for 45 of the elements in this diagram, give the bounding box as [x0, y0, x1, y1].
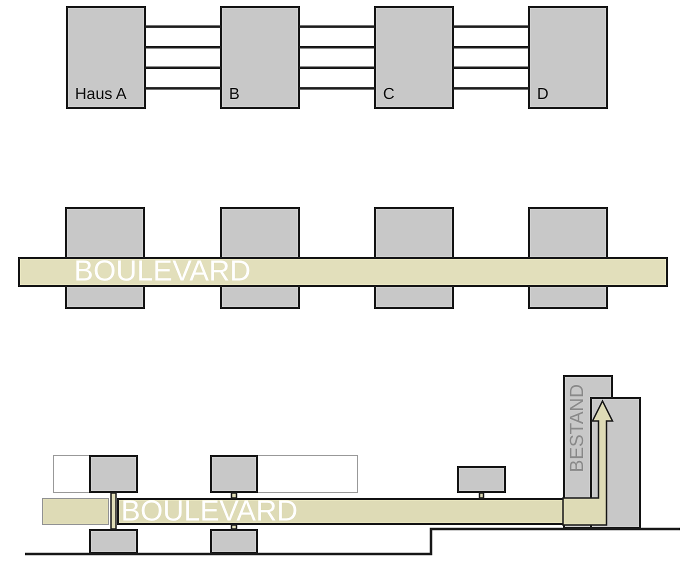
building-block — [210, 529, 258, 554]
connector-line — [454, 25, 528, 28]
building-block — [89, 529, 138, 554]
building-block — [220, 207, 300, 257]
building-block — [66, 6, 146, 109]
building-block — [220, 287, 300, 309]
boulevard-segment — [42, 498, 109, 525]
connector-line — [300, 66, 374, 70]
building-label: Haus A — [75, 87, 127, 103]
building-block — [210, 455, 258, 493]
building-label: D — [537, 87, 549, 103]
street-name-label: BOULEVARD — [121, 497, 298, 526]
connector-line — [300, 25, 374, 28]
connector-stem — [478, 492, 484, 499]
connector-line — [300, 87, 374, 90]
connector-line — [300, 46, 374, 48]
building-block — [457, 466, 506, 493]
connector-line — [146, 25, 220, 28]
building-block — [374, 287, 454, 309]
connector-stem — [110, 492, 117, 530]
building-label: B — [229, 87, 240, 103]
connector-line — [454, 46, 528, 48]
building-block — [528, 207, 608, 257]
connector-line — [146, 46, 220, 48]
building-block — [374, 6, 454, 109]
building-label: BESTAND — [568, 384, 587, 472]
boulevard-band — [18, 257, 668, 287]
connector-line — [454, 66, 528, 70]
connector-stem — [230, 524, 238, 530]
building-block — [528, 6, 608, 109]
building-block — [65, 287, 145, 309]
block-arrow — [562, 399, 614, 526]
building-block — [528, 287, 608, 309]
connector-line — [146, 66, 220, 70]
connector-line — [454, 87, 528, 90]
building-block — [374, 207, 454, 257]
building-block — [220, 6, 300, 109]
boulevard-band — [117, 498, 563, 525]
connector-line — [146, 87, 220, 90]
connector-stem — [230, 492, 238, 499]
street-name-label: BOULEVARD — [74, 258, 251, 286]
building-block — [89, 455, 138, 493]
building-label: C — [383, 87, 395, 103]
building-block — [65, 207, 145, 257]
outline-frame — [258, 455, 358, 493]
